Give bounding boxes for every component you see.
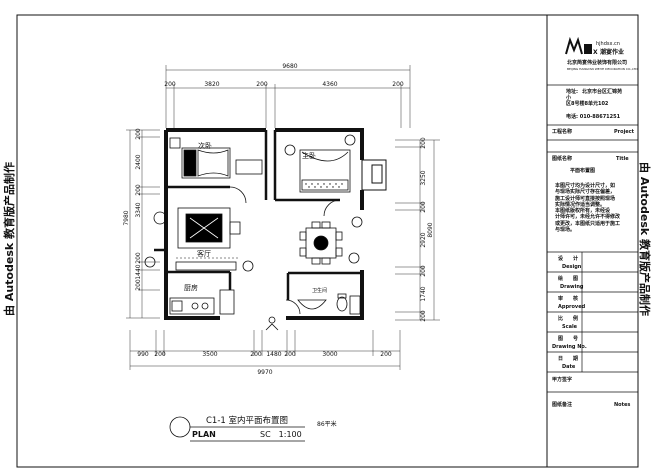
dim-right-2: 200 [420, 201, 427, 213]
row-date-en: Date [562, 364, 576, 370]
company-sub: BEIJING HANGYAN WEIYE DECORATION CO.,LTD [567, 67, 638, 71]
note-line: 或更改，本图纸只适用于施工 [555, 220, 621, 227]
address-label: 地址: [566, 89, 578, 95]
dim-top-4: 200 [392, 81, 404, 88]
caption-title: C1-1 室内平面布置图 [206, 415, 288, 426]
address-line1: 北京市台区汇锦苑 [582, 89, 623, 95]
project-label: 工程名称 [552, 129, 573, 135]
note-line: 与现场实际尺寸存在偏差， [555, 189, 616, 196]
dim-right-5: 1740 [420, 286, 427, 301]
row-approved-en: Approved [558, 304, 586, 310]
remarks-en: Notes [614, 402, 631, 408]
dim-left-4: 200 [135, 252, 142, 264]
drawing-name-value: 平面布置图 [570, 168, 596, 174]
logo-url: hjhdsx.cn [596, 41, 620, 47]
caption-plan: PLAN [192, 430, 216, 439]
notes-block: 本图尺寸均为设计尺寸，如 与现场实际尺寸存在偏差， 施工设计师可直接按照现场 实… [555, 183, 635, 233]
row-date-cn: 日 期 [558, 356, 579, 362]
dim-right-6: 200 [420, 310, 427, 322]
dim-left-2: 200 [135, 184, 142, 196]
room-bath: 卫生间 [312, 287, 327, 294]
dim-left-5: 1440 [135, 264, 142, 279]
dim-top-3: 4360 [322, 81, 337, 88]
row-drawing-cn: 绘 图 [558, 276, 579, 282]
dim-top-1: 3820 [204, 81, 219, 88]
room-bedroom2: 次卧 [198, 141, 212, 150]
dim-bottom-6: 3000 [322, 351, 337, 358]
dim-top-0: 200 [164, 81, 176, 88]
logo-brand: 潮宴作业 [600, 49, 625, 56]
row-drawing-no-cn: 图 号 [558, 336, 579, 342]
dim-right-total: 8090 [427, 222, 434, 237]
dim-bottom-1: 200 [154, 351, 166, 358]
note-line: 施工设计师可直接按照现场 [555, 195, 616, 202]
dim-left-1: 2400 [135, 154, 142, 169]
room-master: 主卧 [302, 151, 316, 160]
dim-bottom-0: 990 [137, 351, 149, 358]
project-en: Project [614, 129, 635, 135]
note-line: 计师许可，未经允许不得修改 [555, 214, 621, 221]
row-scale-cn: 比 例 [558, 316, 579, 322]
remarks-label: 图纸备注 [552, 402, 573, 408]
dim-left-total: 7980 [123, 210, 130, 225]
dim-bottom-5: 200 [284, 351, 296, 358]
row-drawing-en: Drawing [560, 284, 584, 290]
row-design-cn: 设 计 [558, 256, 579, 262]
row-approved-cn: 审 核 [558, 296, 579, 302]
caption-scale: SC 1:100 [260, 430, 302, 439]
svg-text:X: X [593, 49, 598, 56]
drawing-name-en: Title [616, 156, 629, 162]
dim-left-0: 200 [135, 128, 142, 140]
dim-right-1: 3250 [420, 170, 427, 185]
note-line: 实际情况作适当调整。 [555, 201, 606, 208]
row-drawing-no-en: Drawing No. [552, 344, 587, 350]
sign-label: 甲方签字 [552, 377, 573, 383]
room-living: 客厅 [197, 249, 211, 258]
company-name: 北京简宴伟业装饰有限公司 [567, 60, 628, 66]
dim-left-3: 3340 [135, 202, 142, 217]
dim-bottom-7: 200 [380, 351, 392, 358]
company-logo: X [565, 36, 598, 56]
dim-bottom-total: 9970 [257, 369, 272, 376]
dim-bottom-4: 1480 [266, 351, 281, 358]
dim-top-2: 200 [256, 81, 268, 88]
dim-top-total: 9680 [282, 63, 297, 70]
drawing-name-label: 图纸名称 [552, 156, 573, 162]
dim-left-6: 200 [135, 279, 142, 291]
dim-right-3: 2920 [420, 232, 427, 247]
dim-right-4: 200 [420, 265, 427, 277]
address-line3: 区8号楼8单元102 [566, 101, 609, 107]
dim-bottom-2: 3500 [202, 351, 217, 358]
row-scale-en: Scale [562, 324, 578, 330]
note-line: 本图纸版权所有，未经设 [555, 208, 611, 215]
phone: 电话: 010-88671251 [566, 114, 621, 120]
address-line2: 小 [566, 95, 572, 101]
caption-area: 86平米 [317, 420, 337, 428]
room-kitchen: 厨房 [184, 283, 198, 292]
dim-bottom-3: 200 [250, 351, 262, 358]
dim-right-0: 200 [420, 137, 427, 149]
note-line: 本图尺寸均为设计尺寸，如 [555, 183, 616, 189]
row-design-en: Design [562, 264, 582, 270]
note-line: 与现场。 [555, 227, 576, 234]
